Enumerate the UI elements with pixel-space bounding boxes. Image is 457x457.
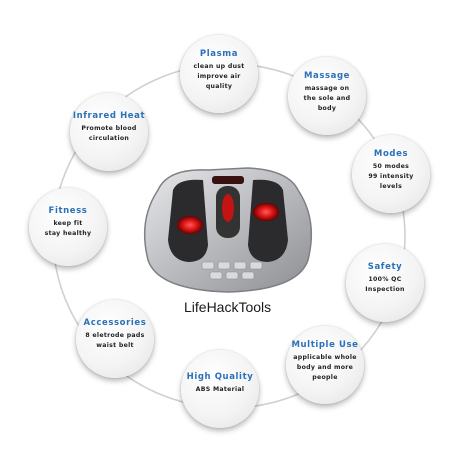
feature-line: 8 eletrode pads [85, 332, 145, 339]
feature-title: Infrared Heat [72, 111, 146, 121]
feature-line: body and more [296, 364, 354, 371]
feature-line: body [317, 105, 337, 112]
feature-bubble-massage: Massage massage on the sole and body [288, 57, 366, 135]
feature-title: Fitness [48, 206, 88, 216]
feature-line: keep fit [53, 220, 83, 227]
feature-title: Plasma [199, 49, 239, 59]
feature-title: Modes [373, 149, 409, 159]
feature-line: quality [205, 83, 233, 90]
feature-title: Multiple Use [291, 340, 359, 350]
feature-line: people [312, 374, 338, 381]
feature-title: Massage [303, 71, 351, 81]
feature-line: waist belt [96, 342, 134, 349]
feature-bubble-safety: Safety 100% QC Inspection [346, 244, 424, 322]
feature-bubble-accessories: Accessories 8 eletrode pads waist belt [76, 300, 154, 378]
feature-bubble-infrared-heat: Infrared Heat Promote blood circulation [70, 93, 148, 171]
feature-line: Promote blood [81, 125, 137, 132]
feature-bubble-fitness: Fitness keep fit stay healthy [29, 188, 107, 266]
feature-line: circulation [88, 135, 130, 142]
feature-bubble-plasma: Plasma clean up dust improve air quality [180, 35, 258, 113]
feature-title: Safety [367, 262, 403, 272]
feature-line: massage on [304, 85, 350, 92]
feature-title: Accessories [83, 318, 147, 328]
feature-bubble-high-quality: High Quality ABS Material [181, 350, 259, 428]
feature-line: stay healthy [44, 230, 92, 237]
feature-title: High Quality [186, 372, 254, 382]
feature-line: 100% QC [368, 276, 402, 283]
feature-bubble-multiple-use: Multiple Use applicable whole body and m… [286, 326, 364, 404]
feature-bubble-modes: Modes 50 modes 99 intensity levels [352, 135, 430, 213]
feature-line: improve air [197, 73, 241, 80]
feature-line: levels [379, 183, 403, 190]
feature-line: the sole and [303, 95, 351, 102]
foot-massager-image [143, 167, 313, 293]
feature-line: clean up dust [193, 63, 245, 70]
feature-line: 50 modes [372, 163, 410, 170]
feature-line: applicable whole [293, 354, 357, 361]
feature-line: Inspection [365, 286, 405, 293]
watermark-text: LifeHackTools [184, 299, 272, 315]
feature-line: ABS Material [195, 386, 245, 393]
feature-line: 99 intensity [368, 173, 414, 180]
